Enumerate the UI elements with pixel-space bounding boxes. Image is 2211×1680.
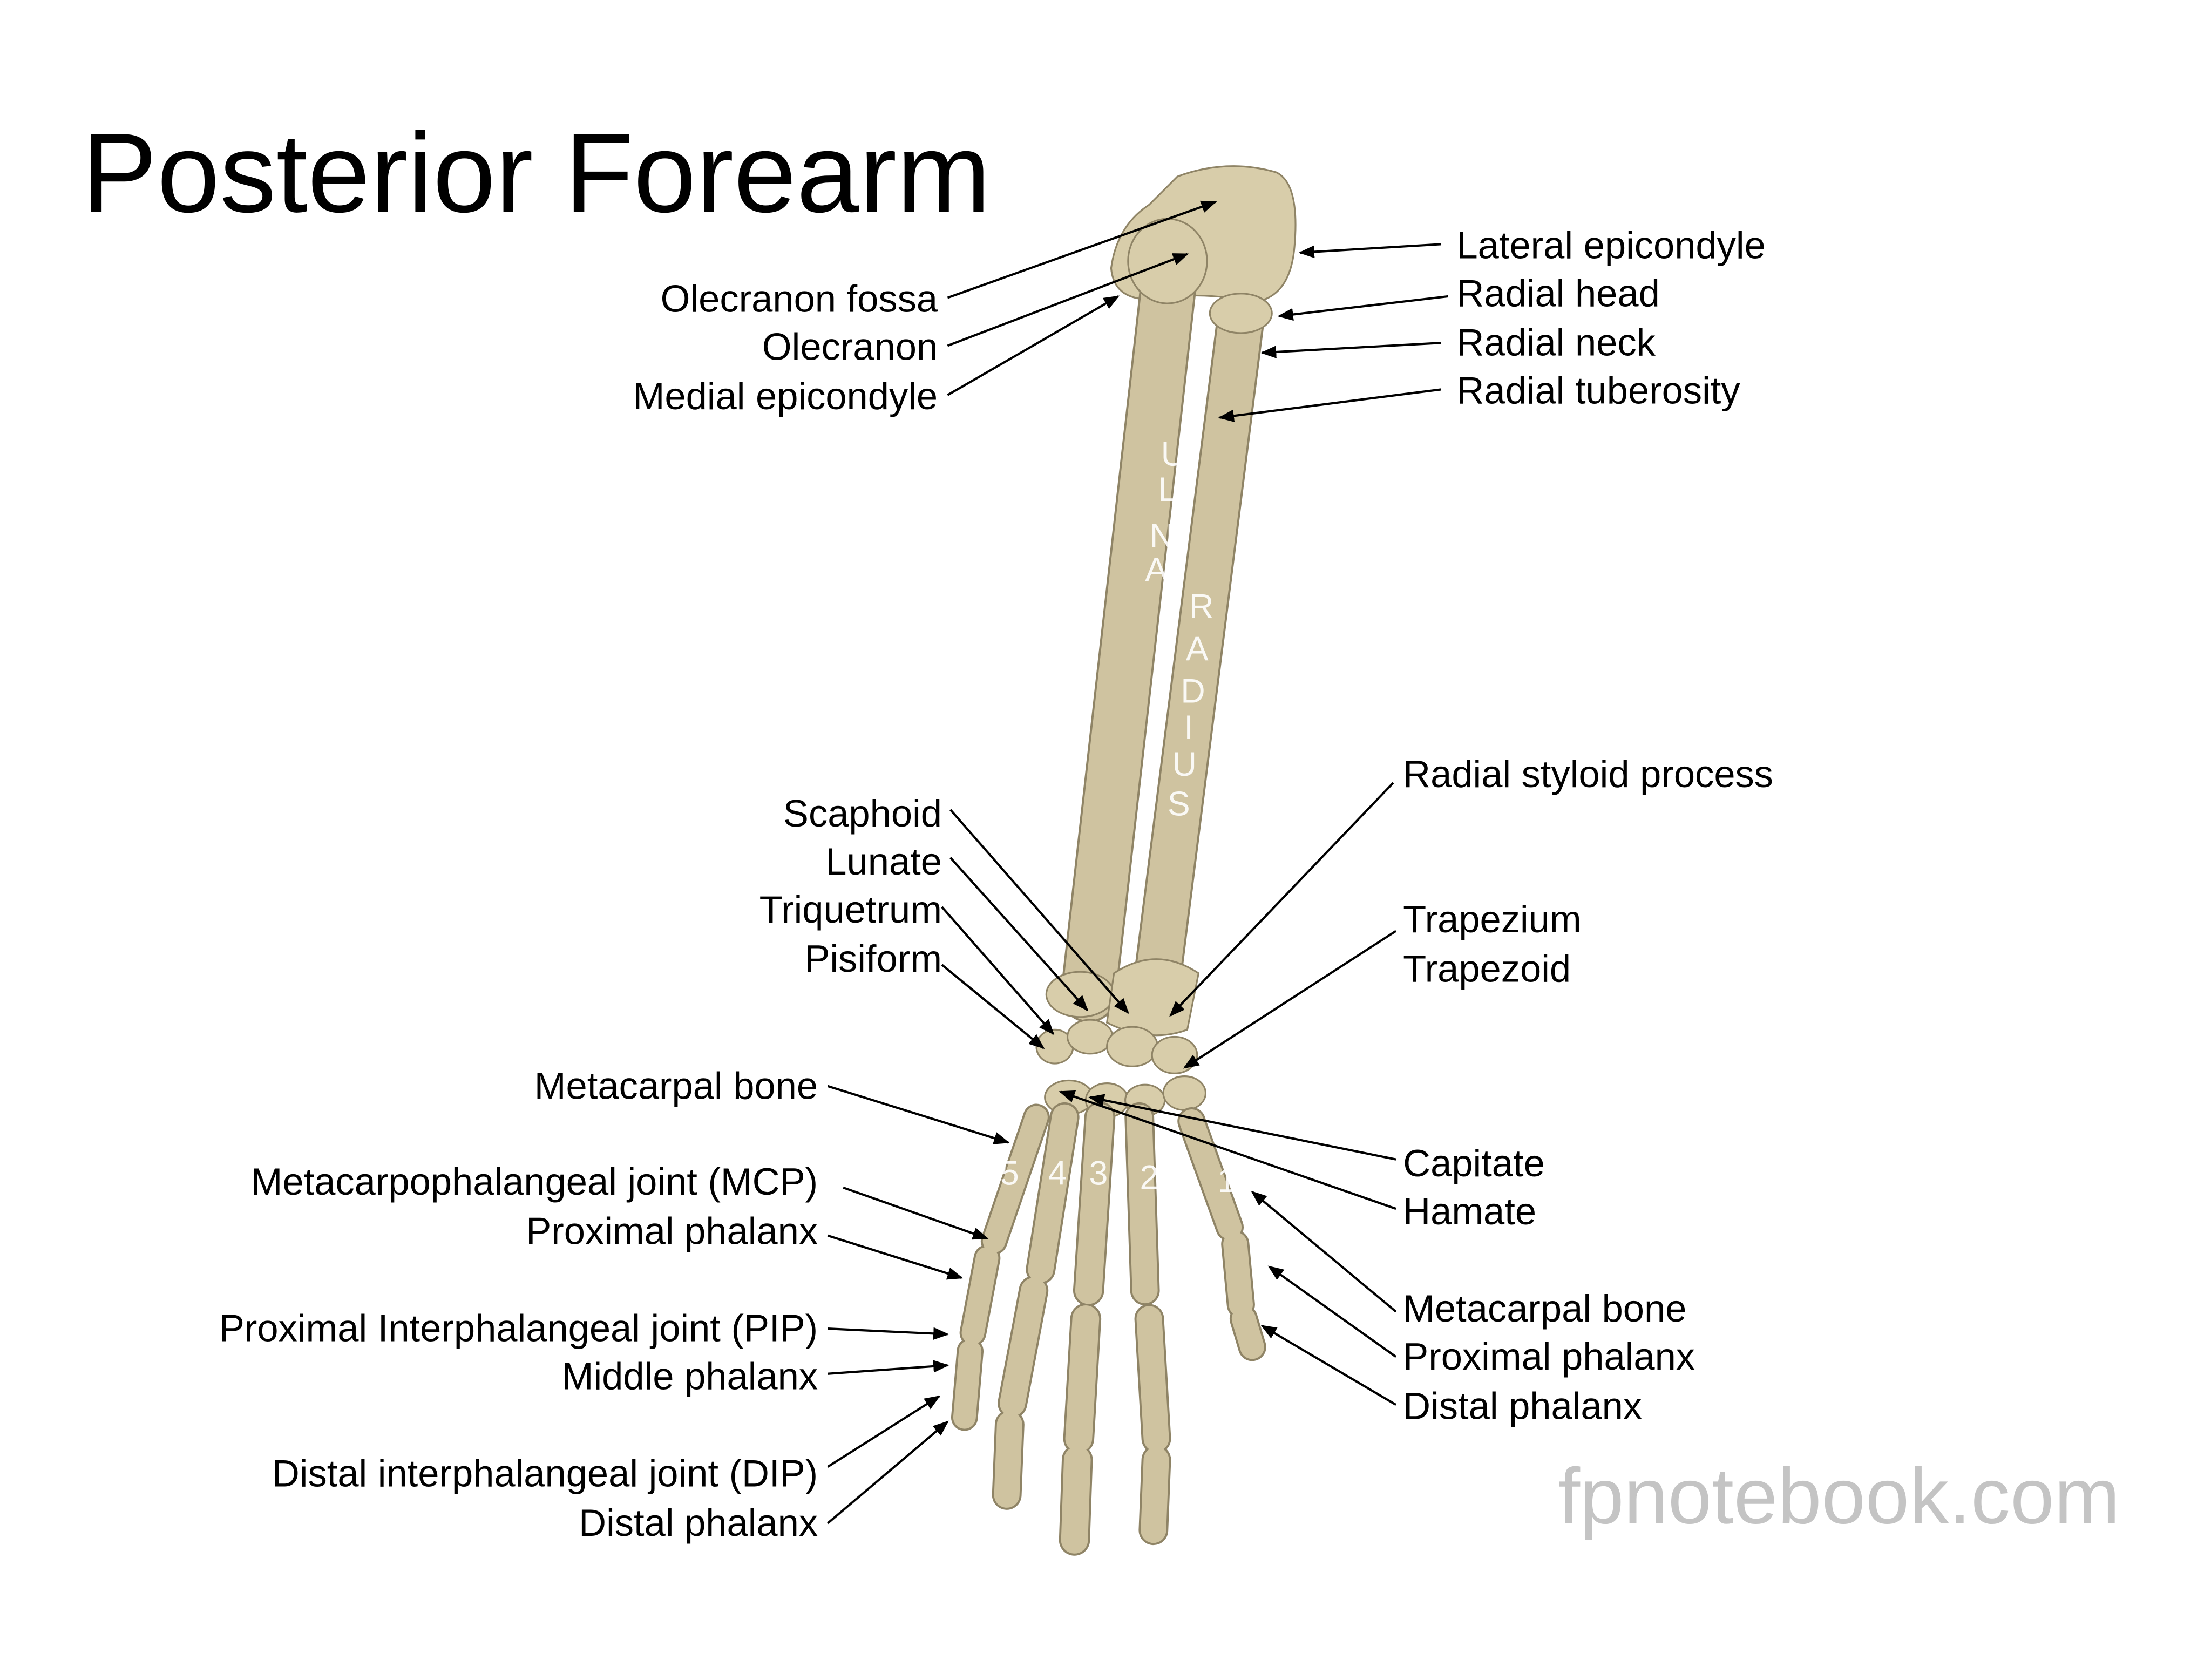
svg-text:5: 5 [1000,1155,1019,1193]
svg-text:A: A [1186,630,1209,668]
svg-text:S: S [1168,785,1190,823]
label-triquetrum: Triquetrum [759,888,942,931]
label-proximal-phalanx: Proximal phalanx [526,1209,818,1252]
wrist-left-labels: Scaphoid Lunate Triquetrum Pisiform [759,792,942,980]
page-title: Posterior Forearm [82,110,991,236]
label-capitate: Capitate [1403,1142,1545,1184]
label-lateral-epicondyle: Lateral epicondyle [1456,223,1765,266]
svg-text:L: L [1158,471,1177,509]
label-olecranon-fossa: Olecranon fossa [661,277,938,320]
hand-bones [951,1101,1266,1556]
radius-bone [1106,293,1273,1037]
svg-text:R: R [1189,588,1213,626]
svg-text:A: A [1145,551,1168,589]
svg-text:N: N [1150,517,1174,555]
label-metacarpal-bone: Metacarpal bone [534,1064,818,1107]
svg-text:U: U [1161,435,1185,473]
svg-text:U: U [1172,746,1197,783]
label-medial-epicondyle: Medial epicondyle [633,375,938,417]
svg-text:2: 2 [1140,1159,1159,1197]
skeleton-illustration [951,165,1297,1556]
label-scaphoid: Scaphoid [783,792,942,835]
label-pisiform: Pisiform [804,937,942,980]
label-thumb-distal-phalanx: Distal phalanx [1403,1384,1642,1427]
label-thumb-proximal-phalanx: Proximal phalanx [1403,1335,1695,1378]
radius-label: R A D I U S [1168,588,1213,823]
svg-text:D: D [1181,672,1205,710]
label-radial-head: Radial head [1456,272,1659,314]
svg-text:4: 4 [1048,1155,1067,1193]
ulna-bone [1045,218,1208,1023]
leader-arrows [827,200,1449,1525]
label-hamate: Hamate [1403,1190,1536,1232]
ulna-label: U L N A [1145,435,1185,588]
elbow-left-labels: Olecranon fossa Olecranon Medial epicond… [633,277,938,417]
watermark: fpnotebook.com [1558,1452,2120,1540]
label-mcp-joint: Metacarpophalangeal joint (MCP) [251,1160,818,1203]
label-olecranon: Olecranon [762,326,938,368]
svg-text:1: 1 [1217,1162,1236,1200]
hand-left-labels: Metacarpal bone Metacarpophalangeal join… [219,1064,818,1544]
label-radial-neck: Radial neck [1456,321,1656,364]
svg-text:I: I [1184,709,1193,747]
thumb-right-labels: Metacarpal bone Proximal phalanx Distal … [1403,1287,1695,1427]
label-pip-joint: Proximal Interphalangeal joint (PIP) [219,1307,818,1350]
wrist-right-labels: Radial styloid process Trapezium Trapezo… [1403,753,1773,1232]
label-lunate: Lunate [825,840,942,883]
label-trapezium: Trapezium [1403,898,1581,940]
label-radial-tuberosity: Radial tuberosity [1456,369,1740,412]
label-thumb-metacarpal-bone: Metacarpal bone [1403,1287,1686,1330]
label-radial-styloid-process: Radial styloid process [1403,753,1773,795]
label-middle-phalanx: Middle phalanx [562,1354,818,1397]
svg-text:3: 3 [1089,1155,1108,1193]
elbow-right-labels: Lateral epicondyle Radial head Radial ne… [1456,223,1765,411]
label-dip-joint: Distal interphalangeal joint (DIP) [272,1452,818,1495]
label-distal-phalanx: Distal phalanx [579,1501,818,1544]
digit-numbers: 5 4 3 2 1 [1000,1155,1236,1200]
label-trapezoid: Trapezoid [1403,947,1571,990]
